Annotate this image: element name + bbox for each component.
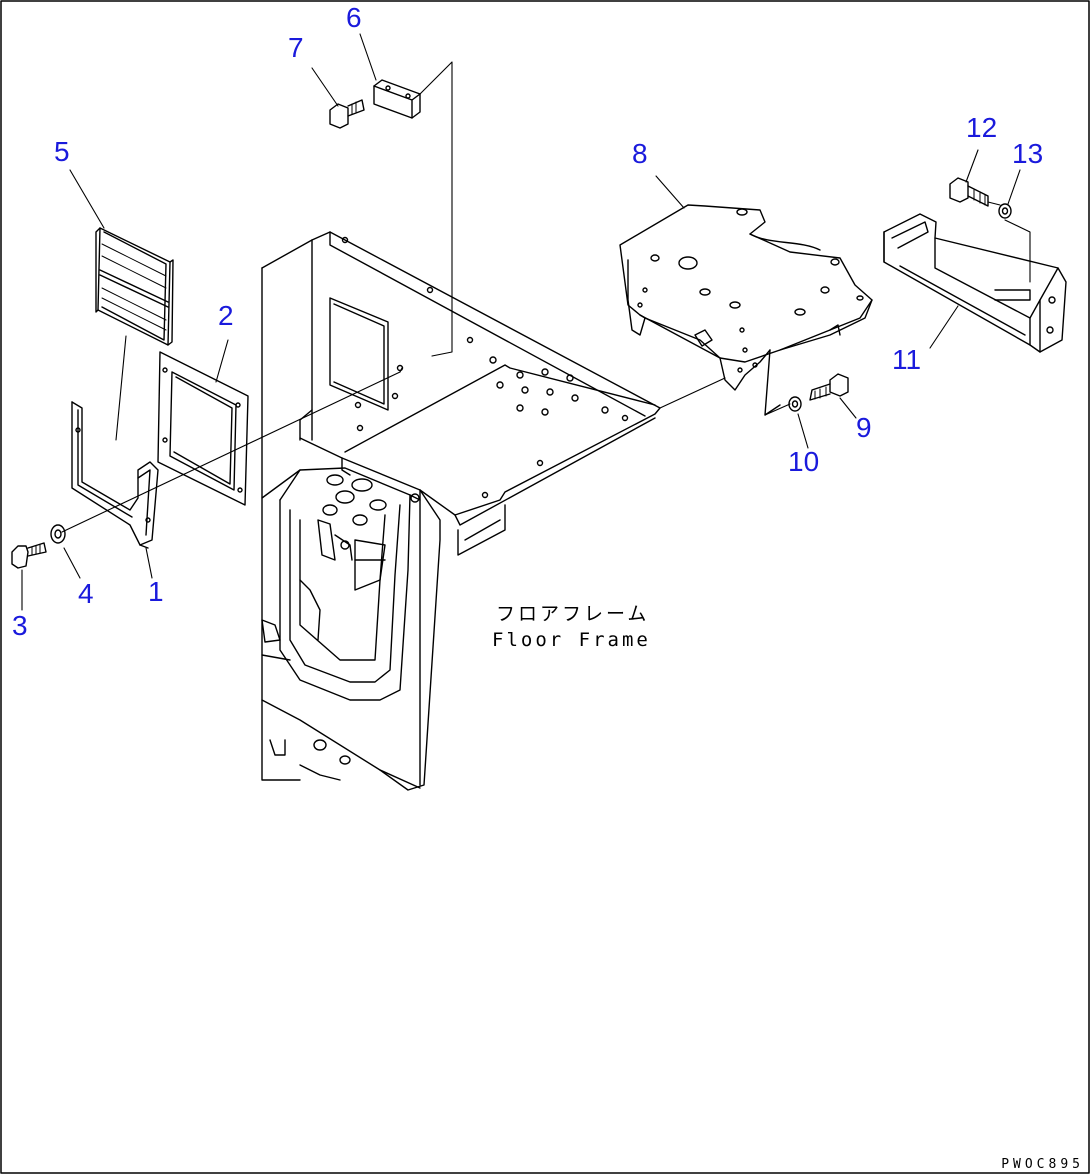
callout-9: 9 bbox=[856, 412, 872, 443]
part-5-filter-drawing bbox=[95, 227, 174, 346]
part-8-plate-drawing bbox=[619, 204, 873, 416]
part-2-frame-drawing bbox=[157, 351, 249, 506]
part-1-bracket-drawing bbox=[71, 401, 159, 549]
callout-1: 1 bbox=[148, 576, 164, 607]
callout-12: 12 bbox=[966, 112, 998, 143]
drawing-code: PWOC895 bbox=[1001, 1157, 1084, 1172]
part-6-block-drawing bbox=[373, 79, 421, 119]
callout-10: 10 bbox=[788, 446, 820, 477]
floor-frame-drawing bbox=[261, 231, 661, 791]
callout-6: 6 bbox=[346, 2, 362, 33]
callout-4: 4 bbox=[78, 578, 94, 609]
part-11-cover-drawing bbox=[883, 213, 1067, 353]
callout-8: 8 bbox=[632, 138, 648, 169]
callout-7: 7 bbox=[288, 32, 304, 63]
part-4-washer-drawing bbox=[50, 524, 66, 544]
floor-frame-label-jp: フロアフレーム bbox=[496, 603, 650, 625]
callout-3: 3 bbox=[12, 610, 28, 641]
callout-13: 13 bbox=[1012, 138, 1044, 169]
part-10-washer-drawing bbox=[788, 396, 802, 412]
assembly-lines bbox=[21, 33, 1031, 611]
floor-frame-label-en: Floor Frame bbox=[492, 629, 651, 651]
callout-2: 2 bbox=[218, 300, 234, 331]
callout-11: 11 bbox=[892, 344, 922, 375]
part-13-washer-drawing bbox=[998, 203, 1012, 219]
part-7-bolt-drawing bbox=[329, 99, 365, 129]
part-3-bolt-drawing bbox=[11, 542, 47, 569]
callout-5: 5 bbox=[54, 136, 70, 167]
part-9-bolt-drawing bbox=[809, 373, 849, 401]
part-12-bolt-drawing bbox=[949, 177, 989, 207]
